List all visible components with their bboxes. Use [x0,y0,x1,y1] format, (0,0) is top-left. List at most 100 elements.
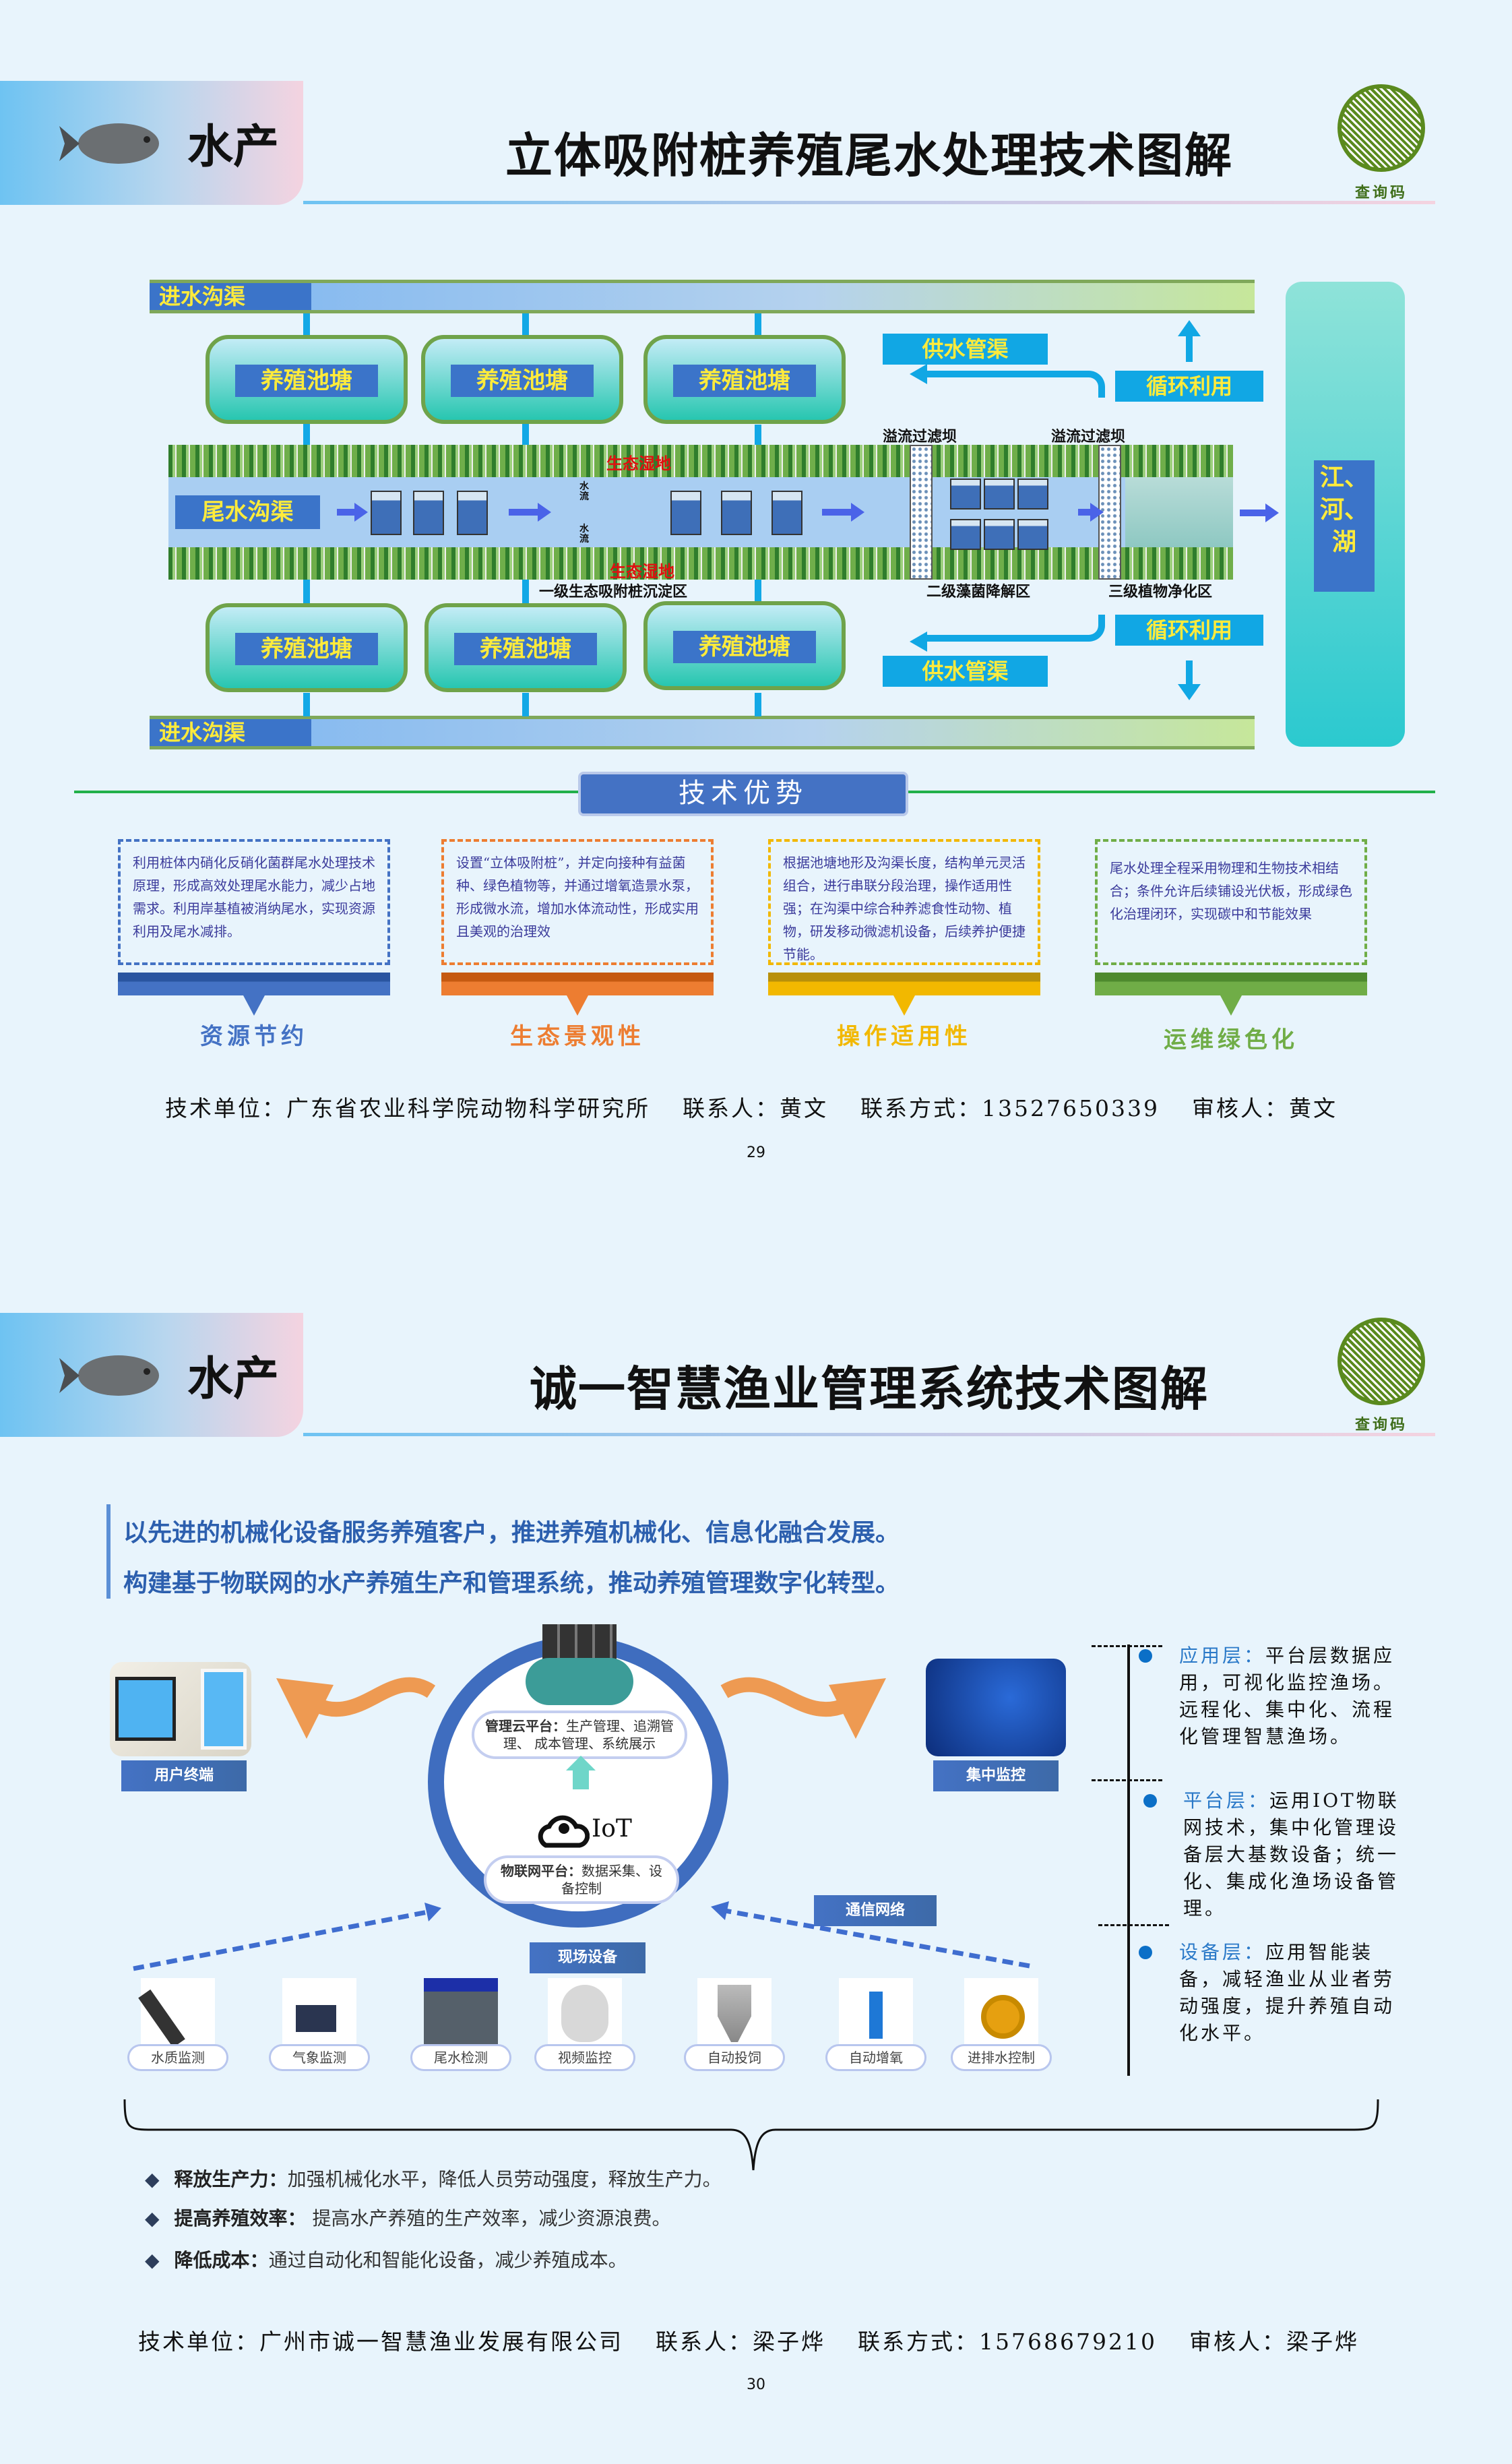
wetland-label: 生态湿地 [610,562,674,581]
tail-water-detector-image [424,1978,498,2045]
benefit-text: 通过自动化和智能化设备，减少养殖成本。 [268,2249,627,2271]
adsorption-pile [670,491,701,535]
recycle-arrow [923,371,1105,398]
page-title: 立体吸附桩养殖尾水处理技术图解 [505,128,1233,183]
inlet-channel-label: 进水沟渠 [150,719,311,746]
benefit-item: ◆ 释放生产力：加强机械化水平，降低人员劳动强度，释放生产力。 [145,2165,722,2192]
advantage-card: 尾水处理全程采用物理和生物技术相结合；条件允许后续铺设光伏板，形成绿色化治理闭环… [1095,839,1367,965]
benefit-text: 提高水产养殖的生产效率，减少资源浪费。 [306,2207,671,2229]
benefit-text: 加强机械化水平，降低人员劳动强度，释放生产力。 [287,2168,722,2190]
benefit-title: 释放生产力： [174,2168,288,2190]
overflow-dam-label: 溢流过滤坝 [883,429,957,445]
qr-label: 查询码 [1354,1417,1408,1434]
tech-unit: 技术单位：广东省农业科学院动物科学研究所 [165,1095,650,1121]
reviewer: 审核人：黄文 [1191,1095,1337,1121]
field-devices-label: 现场设备 [530,1942,645,1973]
benefit-title: 提高养殖效率： [174,2207,307,2229]
advantage-card: 利用桩体内硝化反硝化菌群尾水处理技术原理，形成高效处理尾水能力，减少占地需求。利… [118,839,390,965]
diamond-icon: ◆ [145,2249,160,2271]
intro-bar [106,1504,111,1599]
wetland-strip [168,547,1233,580]
overflow-dam-label: 溢流过滤坝 [1051,429,1126,445]
layer-text: 应用智能装备，减轻渔业从业者劳动强度，提升养殖自动化水平。 [1179,1941,1395,2044]
tail-water-canal: 生态湿地 生态湿地 尾水沟渠 水流 水流 [168,445,1233,581]
qr-code-icon[interactable] [1337,84,1425,172]
layer-divider [1098,1924,1169,1926]
pond: 养殖池塘 [206,335,408,424]
iot-platform-title: 物联网平台： [501,1863,581,1879]
central-monitor-image [926,1659,1066,1756]
cloud-platform-text: 生产管理、追溯管理、 成本管理、系统展示 [503,1718,674,1752]
device-label: 气象监测 [269,2044,370,2071]
water-quality-sensor-image [138,1978,215,2048]
device-label: 自动投饲 [684,2044,785,2071]
contact-person: 联系人：黄文 [683,1095,828,1121]
layer-name: 设备层： [1179,1941,1266,1963]
layer-application: 应用层：平台层数据应用，可视化监控渔场。远程化、集中化、流程化管理智慧渔场。 [1179,1642,1401,1750]
reviewer: 审核人：梁子烨 [1189,2329,1359,2355]
adsorption-pile [413,491,444,535]
adsorption-pile [721,491,752,535]
advantages-title: 技术优势 [578,772,908,816]
category-label: 水产 [187,1353,280,1406]
page-number: 30 [747,2376,765,2393]
pond-label: 养殖池塘 [235,365,378,397]
benefit-item: ◆ 降低成本：通过自动化和智能化设备，减少养殖成本。 [145,2246,627,2273]
qr-code-icon[interactable] [1337,1318,1425,1405]
network-label: 通信网络 [814,1895,937,1926]
dashed-arrows [133,1901,1030,1971]
bullet-dot [1139,1649,1152,1663]
advantage-card: 根据池塘地形及沟渠长度，结构单元灵活组合，进行串联分段治理，操作适用性强；在沟渠… [768,839,1040,965]
contact-person: 联系人：梁子烨 [656,2329,825,2355]
contact-phone: 联系方式：15768679210 [858,2329,1157,2355]
advantage-label: 操作适用性 [837,1023,972,1050]
weather-station-image [282,1978,356,2045]
river-label: 江、河、湖 [1314,460,1375,592]
inlet-channel-label: 进水沟渠 [150,283,311,310]
recycle-arrow [923,615,1105,642]
benefit-title: 降低成本： [174,2249,269,2271]
intro-line: 构建基于物联网的水产养殖生产和管理系统，推动养殖管理数字化转型。 [123,1570,900,1597]
pond-label: 养殖池塘 [454,633,597,665]
cloud-icon [526,1658,633,1705]
user-terminal-label: 用户终端 [121,1760,247,1791]
layer-device: 设备层：应用智能装备，减轻渔业从业者劳动强度，提升养殖自动化水平。 [1179,1939,1401,2047]
iot-platform-text: 数据采集、设备控制 [561,1863,662,1897]
auto-feeder-image [697,1978,771,2045]
layer-name: 应用层： [1179,1644,1266,1667]
intro-line: 以先进的机械化设备服务养殖客户，推进养殖机械化、信息化融合发展。 [123,1519,900,1547]
advantage-pointer [768,973,1040,1016]
diamond-icon: ◆ [145,2168,160,2190]
orange-arrow-right [720,1677,886,1739]
pond-label: 养殖池塘 [673,365,816,397]
layer-platform: 平台层：运用IOT物联网技术，集中化管理设备层大基数设备；统一化、集成化渔场设备… [1183,1787,1406,1922]
tail-channel-label: 尾水沟渠 [175,495,320,529]
category-label: 水产 [187,121,280,174]
wetland-strip [168,445,1233,477]
footer-info: 技术单位：广州市诚一智慧渔业发展有限公司 联系人：梁子烨 联系方式：15768679… [138,2324,1391,2356]
iot-logo-text: IoT [592,1815,632,1843]
layer-axis [1127,1644,1130,2076]
supply-channel-label: 供水管渠 [883,656,1048,687]
pond: 养殖池塘 [424,603,627,692]
central-monitor-label: 集中监控 [933,1760,1059,1791]
overflow-dam [910,445,933,580]
inlet-channel-bottom: 进水沟渠 [150,716,1255,749]
advantage-pointer [118,973,390,1016]
iot-cloud-icon [538,1815,590,1848]
category-banner: 水产 [0,1313,303,1437]
zone3-label: 三级植物净化区 [1108,584,1213,600]
aerator-image [839,1978,913,2045]
tech-unit: 技术单位：广州市诚一智慧渔业发展有限公司 [138,2329,623,2355]
plant-purification-image [1125,477,1233,547]
pond-label: 养殖池塘 [235,633,378,665]
advantage-label: 资源节约 [200,1023,308,1050]
bullet-dot [1143,1794,1157,1808]
advantage-pointer [441,973,714,1016]
footer-info: 技术单位：广东省农业科学院动物科学研究所联系人：黄文联系方式：135276503… [165,1090,1370,1123]
down-arrow-icon [1186,660,1193,686]
layer-name: 平台层： [1183,1789,1270,1812]
cloud-platform-box: 管理云平台：生产管理、追溯管理、 成本管理、系统展示 [472,1711,687,1759]
water-flow-label: 水流 [579,481,589,502]
water-pump-image [964,1978,1038,2045]
